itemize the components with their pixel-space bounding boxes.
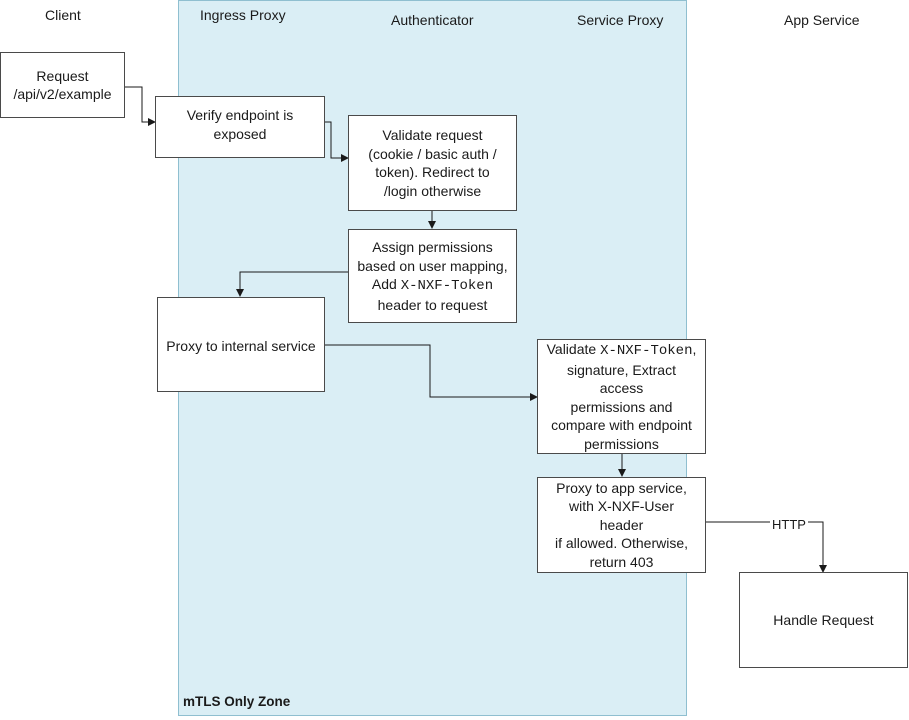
proxy-app-service-box: Proxy to app service, with X-NXF-User he… [537, 477, 706, 573]
arrow-assign-to-proxy-internal [236, 271, 348, 297]
request-line-2: /api/v2/example [13, 86, 112, 102]
assign-permissions-box: Assign permissions based on user mapping… [348, 229, 517, 323]
lane-label-app-service: App Service [784, 12, 860, 28]
validate-token-line-3: permissions and [570, 398, 673, 415]
arrow-verify-to-validate [325, 121, 349, 162]
arrow-request-to-verify [125, 86, 156, 126]
proxy-internal-label: Proxy to internal service [166, 338, 316, 354]
zone-label: mTLS Only Zone [183, 694, 291, 709]
arrow-proxy-internal-to-validate-token [325, 344, 538, 401]
assign-line-4: header to request [377, 296, 488, 313]
validate-request-box: Validate request (cookie / basic auth / … [348, 115, 517, 211]
request-box: Request /api/v2/example [0, 52, 125, 118]
request-line-1: Request [36, 67, 89, 84]
assign-line-3-prefix: Add [371, 276, 401, 292]
validate-request-line-1: Validate request [382, 127, 483, 143]
lane-label-client: Client [45, 7, 81, 23]
validate-request-line-3: token). Redirect to [375, 164, 490, 180]
handle-request-label: Handle Request [773, 611, 874, 628]
verify-line-1: Verify endpoint is [186, 107, 294, 123]
lane-label-authenticator: Authenticator [391, 12, 474, 28]
lane-label-service-proxy: Service Proxy [577, 12, 664, 28]
validate-token-line-2: signature, Extract access [567, 361, 676, 397]
validate-token-box: Validate X-NXF-Token, signature, Extract… [537, 339, 706, 454]
validate-request-line-4: /login otherwise [383, 182, 482, 199]
header-name-x-nxf-token: X-NXF-Token [600, 343, 693, 359]
lane-label-ingress-proxy: Ingress Proxy [200, 7, 286, 23]
assign-line-2: based on user mapping, [357, 257, 508, 274]
proxy-app-line-3: if allowed. Otherwise, [554, 535, 689, 552]
validate-request-line-2: (cookie / basic auth / [368, 145, 497, 162]
assign-line-1: Assign permissions [372, 239, 493, 255]
arrow-proxy-app-to-handle-request [706, 521, 827, 573]
validate-token-line-4: compare with endpoint [551, 417, 692, 433]
proxy-app-line-4: return 403 [589, 553, 654, 570]
verify-endpoint-box: Verify endpoint is exposed [155, 96, 325, 158]
proxy-internal-box: Proxy to internal service [157, 297, 325, 392]
validate-token-line-1-suffix: , [692, 341, 697, 357]
assign-line-3: Add X-NXF-Token [357, 275, 507, 296]
edge-label-http: HTTP [770, 517, 808, 532]
header-name-x-nxf-token: X-NXF-Token [400, 278, 494, 294]
validate-token-line-1-prefix: Validate [546, 341, 601, 357]
validate-token-line-5: permissions [584, 435, 659, 452]
verify-line-2: exposed [213, 125, 267, 142]
validate-token-line-1: Validate X-NXF-Token, [546, 340, 697, 361]
proxy-app-line-2: with X-NXF-User header [568, 498, 674, 533]
proxy-app-line-1: Proxy to app service, [556, 479, 687, 496]
handle-request-box: Handle Request [739, 572, 908, 668]
